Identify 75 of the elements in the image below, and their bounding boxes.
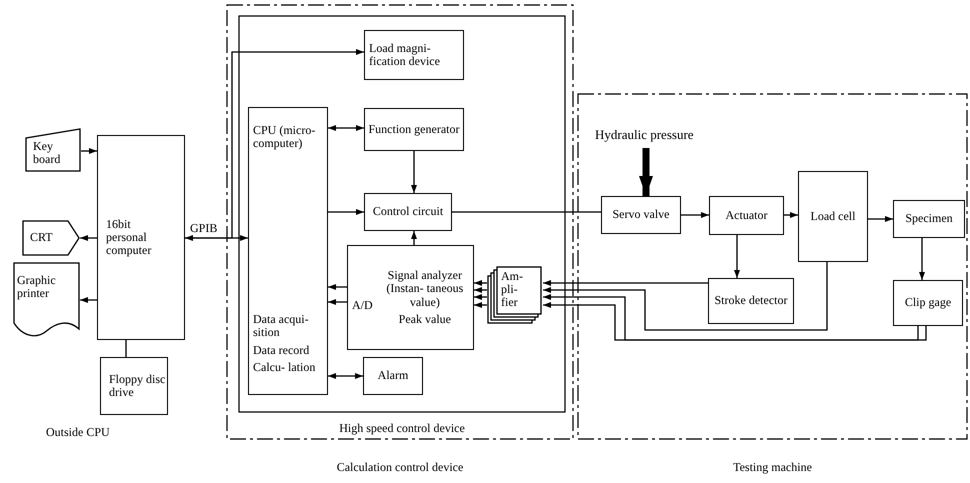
- box-label: Load magni- fication device: [369, 42, 441, 68]
- arrow: [474, 280, 487, 286]
- process-box: [97, 135, 185, 340]
- arrow: [868, 216, 893, 222]
- box-label: Clip gage: [904, 296, 952, 310]
- box-label: Data acqui- sition: [253, 313, 310, 340]
- display-box: [22, 220, 80, 256]
- arrow: [543, 294, 919, 341]
- arrow: [474, 302, 487, 308]
- arrow: [474, 294, 487, 300]
- box-label: Servo valve: [612, 208, 670, 222]
- arrow: [80, 297, 97, 303]
- process-box: [364, 108, 464, 151]
- box-label: Signal analyzer (Instan- taneous value): [385, 269, 464, 309]
- arrow: [81, 148, 97, 154]
- process-box: [798, 171, 868, 262]
- arrow: [639, 148, 653, 196]
- keyboard-box: [25, 128, 81, 172]
- arrow: [543, 280, 708, 286]
- arrow: [681, 212, 709, 218]
- process-box: [893, 200, 965, 238]
- process-box: [364, 193, 452, 231]
- process-box: [709, 196, 784, 235]
- box-label: Calcu- lation: [253, 360, 316, 374]
- arrow: [543, 302, 927, 341]
- arrow: [328, 125, 364, 131]
- arrow: [474, 287, 487, 293]
- arrow: [185, 235, 248, 241]
- group-caption: Outside CPU: [46, 424, 110, 441]
- box-label: Specimen: [905, 212, 953, 226]
- box-label: Am- pli- fier: [501, 270, 524, 310]
- box-label: CPU (micro- computer): [253, 124, 316, 150]
- box-label: Data record: [253, 344, 310, 357]
- box-label: Graphic printer: [17, 274, 57, 300]
- arrow: [784, 212, 798, 218]
- printer-box: [13, 262, 80, 337]
- process-box: [347, 245, 474, 350]
- process-box: [893, 280, 963, 326]
- arrow: [411, 231, 417, 245]
- group-caption: Calculation control device: [336, 459, 464, 476]
- process-box: [364, 30, 464, 80]
- arrow: [919, 238, 925, 280]
- process-box: [363, 357, 423, 395]
- arrow: [185, 49, 364, 239]
- box-label: CRT: [30, 231, 54, 245]
- arrow: [411, 151, 417, 193]
- arrow: [80, 235, 97, 241]
- box-label: 16bit personal computer: [106, 218, 152, 258]
- arrow: [328, 299, 347, 305]
- arrow: [328, 284, 347, 290]
- process-box: [100, 357, 168, 415]
- box-label: Stroke detector: [714, 294, 788, 308]
- box-label: A/D: [352, 298, 373, 312]
- stacked-amplifier-box: [487, 266, 543, 324]
- connector-line: [125, 340, 127, 357]
- box-label: Control circuit: [372, 205, 444, 219]
- box-label: Key board: [33, 140, 62, 166]
- box-label: Peak value: [398, 312, 452, 326]
- group-caption: Testing machine: [732, 459, 813, 476]
- box-label: Floppy disc drive: [109, 372, 166, 400]
- annotation-text: Hydraulic pressure: [595, 128, 725, 148]
- process-box: [601, 196, 681, 234]
- box-label: Alarm: [378, 369, 408, 383]
- box-label: Actuator: [726, 208, 768, 222]
- group-caption: High speed control device: [338, 420, 466, 437]
- edge-label: GPIB: [190, 222, 218, 234]
- arrow: [734, 235, 740, 278]
- connector-line: [452, 211, 601, 213]
- arrow: [328, 373, 363, 379]
- arrow: [543, 262, 828, 331]
- process-box: [708, 278, 794, 324]
- process-box: [248, 107, 328, 395]
- box-label: Load cell: [810, 210, 856, 224]
- box-label: Function generator: [368, 122, 460, 136]
- arrow: [328, 209, 364, 215]
